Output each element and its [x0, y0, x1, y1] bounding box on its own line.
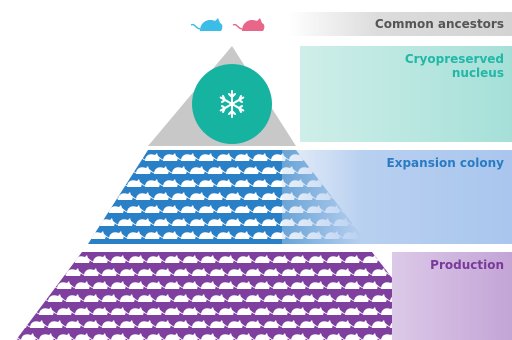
- common-ancestors-label: Common ancestors: [288, 12, 512, 36]
- white-mouse-icon: [102, 178, 125, 188]
- white-mouse-icon: [102, 152, 125, 162]
- white-mouse-icon: [16, 280, 19, 290]
- white-mouse-icon: [88, 178, 107, 188]
- white-mouse-icon: [111, 165, 134, 175]
- white-mouse-icon: [93, 165, 116, 175]
- white-mouse-icon: [88, 230, 107, 240]
- white-mouse-icon: [16, 319, 28, 329]
- white-mouse-icon: [16, 254, 19, 264]
- white-mouse-icon: [88, 178, 89, 188]
- snowflake-icon: [219, 90, 245, 118]
- white-mouse-icon: [23, 293, 46, 303]
- white-mouse-icon: [88, 217, 98, 227]
- production-label: Production: [392, 252, 512, 340]
- expansion-colony-text: Expansion colony: [386, 156, 504, 170]
- white-mouse-icon: [32, 280, 55, 290]
- white-mouse-icon: [88, 152, 107, 162]
- white-mouse-icon: [41, 267, 64, 277]
- white-mouse-icon: [88, 165, 98, 175]
- white-mouse-icon: [16, 293, 28, 303]
- expansion-colony-label: Expansion colony: [282, 150, 512, 244]
- white-mouse-icon: [88, 230, 89, 240]
- white-mouse-icon: [16, 332, 19, 340]
- white-mouse-icon: [16, 280, 37, 290]
- white-mouse-icon: [88, 152, 89, 162]
- production-text: Production: [430, 258, 504, 272]
- white-mouse-icon: [88, 191, 98, 201]
- common-ancestors-text: Common ancestors: [374, 17, 504, 31]
- white-mouse-icon: [120, 152, 143, 162]
- white-mouse-icon: [16, 254, 37, 264]
- white-mouse-icon: [93, 191, 116, 201]
- white-mouse-icon: [16, 306, 37, 316]
- pink-mouse-icon: [232, 18, 265, 31]
- nucleus-text: nucleus: [451, 66, 504, 80]
- white-mouse-icon: [32, 254, 55, 264]
- white-mouse-icon: [23, 267, 46, 277]
- blue-mouse-icon: [190, 18, 223, 31]
- white-mouse-icon: [50, 254, 73, 264]
- white-mouse-icon: [16, 306, 19, 316]
- cryopreserved-nucleus-label: Cryopreserved nucleus: [300, 46, 512, 142]
- white-mouse-icon: [88, 204, 107, 214]
- cryopreserved-text: Cryopreserved: [404, 52, 504, 66]
- white-mouse-icon: [88, 204, 89, 214]
- white-mouse-icon: [16, 267, 28, 277]
